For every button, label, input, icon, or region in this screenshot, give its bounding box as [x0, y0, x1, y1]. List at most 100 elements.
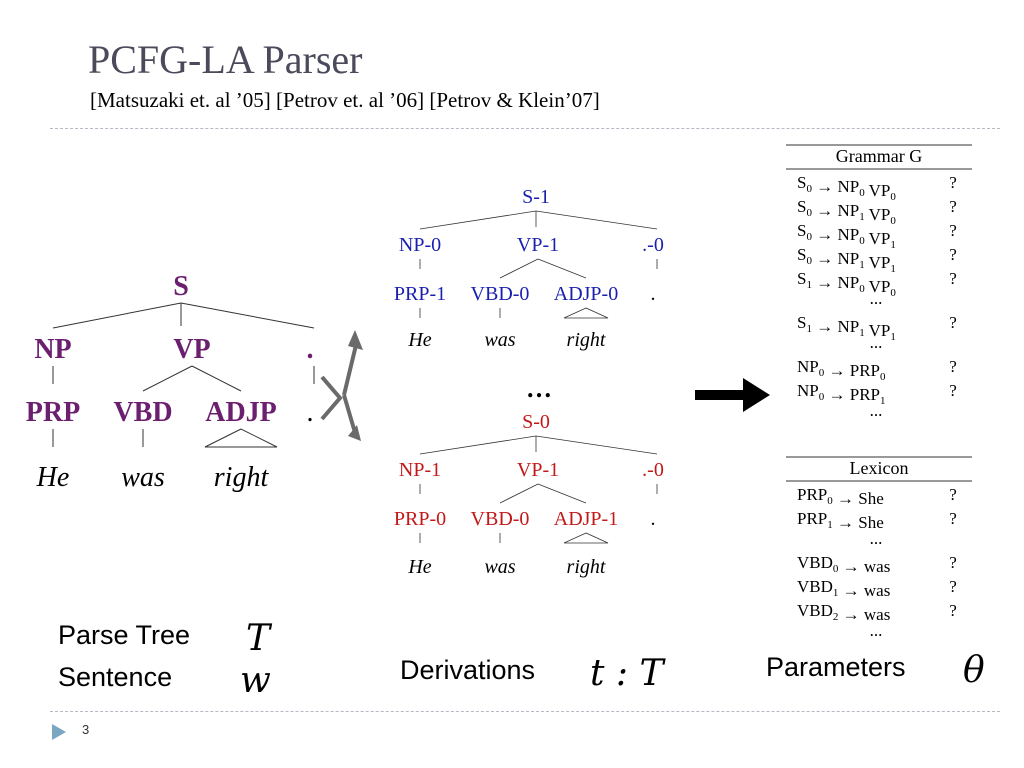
- tree-punct: .: [307, 334, 314, 365]
- rule-probability: ?: [949, 357, 957, 376]
- grammar-table: Grammar GS0 → NP0 VP0?S0 → NP1 VP0?S0 → …: [786, 144, 972, 420]
- rule-rhs1: She: [858, 513, 884, 532]
- rule-rhs2: VP: [869, 181, 891, 200]
- table-ellipsis: ...: [870, 529, 883, 548]
- rule-lhs-sub: 0: [806, 207, 812, 219]
- parameters-label: Parameters: [766, 652, 906, 682]
- tree-vp: VP-1: [517, 234, 559, 256]
- tree-word: He: [407, 329, 431, 351]
- rule-rhs1: NP: [837, 201, 859, 220]
- rule-rhs1: NP: [837, 273, 859, 292]
- tree-adjp: ADJP-0: [554, 283, 618, 305]
- rule-lhs: S: [797, 221, 806, 240]
- rule-lhs: S: [797, 313, 806, 332]
- rule-rhs1: NP: [837, 225, 859, 244]
- rule-lhs: VBD: [797, 577, 833, 596]
- tree-word: He: [407, 556, 431, 578]
- rule-probability: ?: [949, 509, 957, 528]
- citation-line: [Matsuzaki et. al ’05] [Petrov et. al ’0…: [90, 88, 600, 112]
- rule-lhs-sub: 1: [806, 323, 812, 335]
- rule-lhs-sub: 0: [806, 183, 812, 195]
- rule-lhs-sub: 0: [827, 495, 833, 507]
- tree-edge: [419, 435, 537, 455]
- rule-rhs1-sub: 0: [880, 371, 886, 383]
- tree-vbd: VBD: [113, 397, 172, 428]
- rule-probability: ?: [949, 245, 957, 264]
- tree-root: S-0: [522, 411, 550, 433]
- rule-rhs2-sub: 1: [890, 239, 896, 251]
- tree-edge: [535, 435, 658, 455]
- rule-lhs-sub: 0: [806, 231, 812, 243]
- table-ellipsis: ...: [870, 621, 883, 640]
- rule-rhs1: NP: [837, 177, 859, 196]
- rule-rhs2-sub: 1: [890, 263, 896, 275]
- branch-arrows: [342, 344, 358, 437]
- tree-root: S-1: [522, 186, 550, 208]
- rule-row: VBD2 → was: [797, 601, 890, 624]
- table-header: Lexicon: [850, 458, 909, 478]
- rule-rhs1: She: [858, 489, 884, 508]
- rule-row: VBD0 → was: [797, 553, 890, 576]
- top-divider: [50, 128, 1000, 129]
- tree-triangle: [563, 532, 609, 544]
- rule-rhs1: was: [864, 581, 890, 600]
- tree-punct: .-0: [642, 234, 664, 256]
- tree-vp: VP: [173, 334, 210, 365]
- tree-edge: [142, 365, 193, 392]
- table-ellipsis: ...: [870, 333, 883, 352]
- rule-rhs1: PRP: [850, 361, 880, 380]
- rule-row: S0 → NP0 VP1: [797, 221, 896, 251]
- rule-probability: ?: [949, 269, 957, 288]
- rule-rhs1: PRP: [850, 385, 880, 404]
- rule-rhs1-sub: 0: [859, 187, 865, 199]
- rule-lhs: VBD: [797, 601, 833, 620]
- tree-edge: [499, 258, 539, 279]
- parse-tree-symbol: T: [246, 618, 271, 659]
- tree-prp: PRP-0: [394, 508, 446, 530]
- derivations-label: Derivations: [400, 655, 536, 685]
- to-parameters-arrow: [695, 378, 770, 412]
- tree-prp: PRP: [26, 397, 80, 428]
- parse-tree-label: Parse Tree: [58, 620, 191, 650]
- branch-arrowhead-up: [348, 330, 363, 350]
- table-ellipsis: ...: [870, 401, 883, 420]
- rule-lhs: S: [797, 245, 806, 264]
- rule-lhs-sub: 0: [819, 367, 825, 379]
- tree-triangle: [204, 428, 278, 448]
- tree-punct-pos: .: [651, 283, 656, 305]
- rule-rhs2-sub: 0: [890, 191, 896, 203]
- rule-row: S0 → NP1 VP0: [797, 197, 896, 227]
- table-header: Grammar G: [836, 146, 922, 166]
- tree-punct: .-0: [642, 459, 664, 481]
- slide-number: 3: [82, 722, 90, 737]
- tree-triangle: [563, 307, 609, 319]
- tree-vbd: VBD-0: [471, 283, 530, 305]
- slide-bullet-icon: [52, 724, 66, 740]
- derivations-symbol: t : T: [590, 653, 664, 694]
- sentence-label: Sentence: [58, 662, 173, 692]
- rule-probability: ?: [949, 601, 957, 620]
- rule-lhs-sub: 0: [833, 563, 839, 575]
- rule-rhs2: VP: [869, 277, 891, 296]
- branch-arrowhead-down: [348, 425, 361, 441]
- tree-edge: [537, 258, 587, 279]
- tree-root: S: [173, 271, 189, 302]
- parameters-symbol: θ: [963, 650, 985, 691]
- slide-title: PCFG-LA Parser: [88, 37, 363, 82]
- tree-edge: [419, 210, 537, 230]
- rule-rhs2-sub: 0: [890, 215, 896, 227]
- rule-rhs1: was: [864, 605, 890, 624]
- rule-rhs1: NP: [837, 249, 859, 268]
- rule-row: NP0 → PRP1: [797, 381, 885, 407]
- rule-rhs2-sub: 1: [890, 331, 896, 343]
- rule-row: PRP1 → She: [797, 509, 884, 532]
- rule-probability: ?: [949, 313, 957, 332]
- tree-word: right: [214, 462, 270, 493]
- rule-lhs-sub: 1: [833, 587, 839, 599]
- tree-prp: PRP-1: [394, 283, 446, 305]
- rule-row: S0 → NP1 VP1: [797, 245, 896, 275]
- bottom-divider: [50, 711, 1000, 712]
- rule-row: PRP0 → She: [797, 485, 884, 508]
